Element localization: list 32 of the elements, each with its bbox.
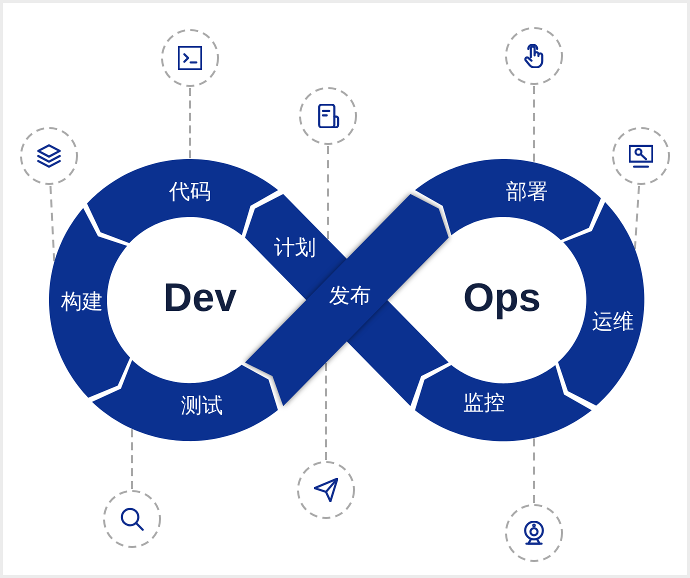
icon-circle [612,127,670,185]
icon-circle [505,27,563,85]
segment-label: 发布 [328,283,371,308]
segment-label: 监控 [462,390,505,416]
icon-circle [20,127,78,185]
icon-circle [103,490,161,548]
leader-line [131,429,133,489]
segment-label: 测试 [180,393,223,418]
crossed-arrows [244,194,448,406]
segment-label: 运维 [592,309,634,334]
segment-label: 部署 [506,179,548,204]
leader-line [327,146,329,240]
arrow-segment [414,364,592,441]
icon-circle [161,29,219,87]
leader-line [325,362,327,460]
arrow-segment [414,159,601,240]
leader-line [634,186,640,250]
arrow-segment [558,202,644,406]
segment-label: 代码 [168,179,211,204]
segment-label: 构建 [60,289,103,314]
arrow-segment [49,208,130,398]
loop-label: Ops [463,276,541,320]
icon-circle [297,461,355,519]
icon-circle [505,504,563,562]
arrow-segment [92,360,278,441]
icon-circle [299,87,357,145]
leader-line [533,86,535,162]
loop-label: Dev [163,276,237,320]
leader-line [189,88,191,158]
segment-label: 计划 [274,235,316,260]
leader-line [49,186,56,262]
leader-line [533,438,535,503]
